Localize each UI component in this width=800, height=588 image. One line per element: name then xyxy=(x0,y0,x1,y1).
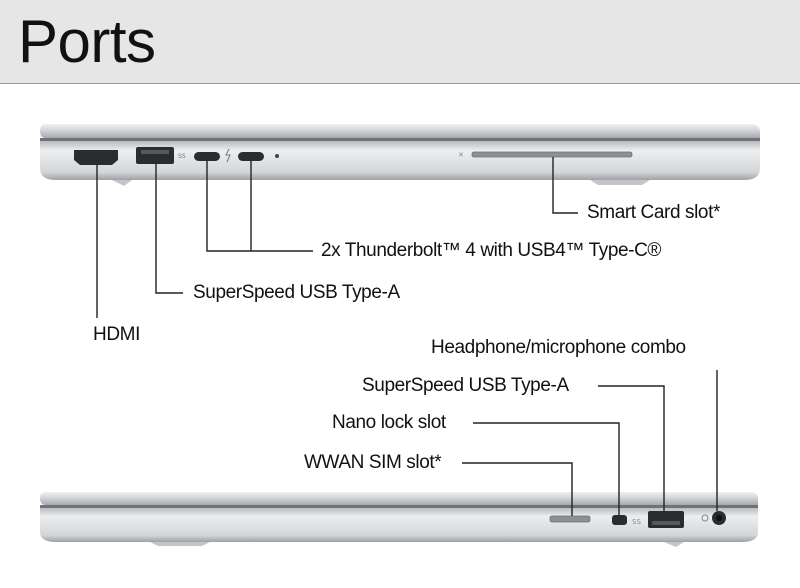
laptop-left-side: SS ✕ xyxy=(40,124,760,186)
laptop-left-lid xyxy=(40,124,760,138)
laptop-left-seam xyxy=(40,138,760,141)
led-indicator xyxy=(275,154,279,158)
usb-a-port-right-tongue xyxy=(652,521,680,525)
wwan-sim-slot xyxy=(549,515,591,523)
usb-a-port-left xyxy=(136,147,174,164)
laptop-right-foot-rear xyxy=(664,542,684,547)
laptop-left-foot xyxy=(112,180,132,186)
thunderbolt-port-2 xyxy=(238,152,264,161)
label-smart-card-slot: Smart Card slot* xyxy=(587,202,720,223)
usb-ss-icon-right: SS xyxy=(632,518,641,526)
hdmi-port xyxy=(74,150,118,165)
leader-nano-lock xyxy=(473,422,620,515)
laptop-left-base xyxy=(40,141,760,180)
label-nano-lock-slot: Nano lock slot xyxy=(332,412,446,433)
ports-diagram: SS ✕ SS xyxy=(40,124,760,547)
left-leader-lines xyxy=(96,157,578,318)
thunderbolt-port-1 xyxy=(194,152,220,161)
leader-wwan-sim xyxy=(462,462,573,516)
headset-icon xyxy=(701,514,709,522)
header-bar: Ports xyxy=(0,0,800,84)
nano-lock-slot xyxy=(612,515,627,525)
label-thunderbolt-ports: 2x Thunderbolt™ 4 with USB4™ Type-C® xyxy=(321,240,662,261)
right-leader-lines xyxy=(462,370,718,516)
smart-card-slot xyxy=(471,151,633,158)
leader-thunderbolt-1 xyxy=(206,161,313,252)
usb-a-port-left-tongue xyxy=(141,150,169,154)
thunderbolt-icon xyxy=(225,148,231,163)
leader-usb-a-left xyxy=(155,164,183,294)
leader-smart-card xyxy=(552,157,578,214)
laptop-right-seam xyxy=(40,505,758,508)
label-headphone-combo: Headphone/microphone combo xyxy=(431,337,686,358)
laptop-right-lid xyxy=(40,492,758,505)
laptop-right-foot xyxy=(150,542,210,546)
headphone-jack-inner xyxy=(716,515,722,521)
label-usb-a-right: SuperSpeed USB Type-A xyxy=(362,375,569,396)
label-hdmi: HDMI xyxy=(93,324,140,345)
usb-ss-icon: SS xyxy=(178,153,186,160)
usb-a-port-right xyxy=(648,511,684,528)
laptop-left-foot-rear xyxy=(590,180,650,185)
label-usb-a-left: SuperSpeed USB Type-A xyxy=(193,282,400,303)
label-wwan-sim-slot: WWAN SIM slot* xyxy=(304,452,442,473)
leader-usb-a-right xyxy=(598,385,665,511)
smart-card-icon: ✕ xyxy=(458,151,464,159)
laptop-right-side: SS xyxy=(40,492,758,547)
page-title: Ports xyxy=(18,8,156,75)
